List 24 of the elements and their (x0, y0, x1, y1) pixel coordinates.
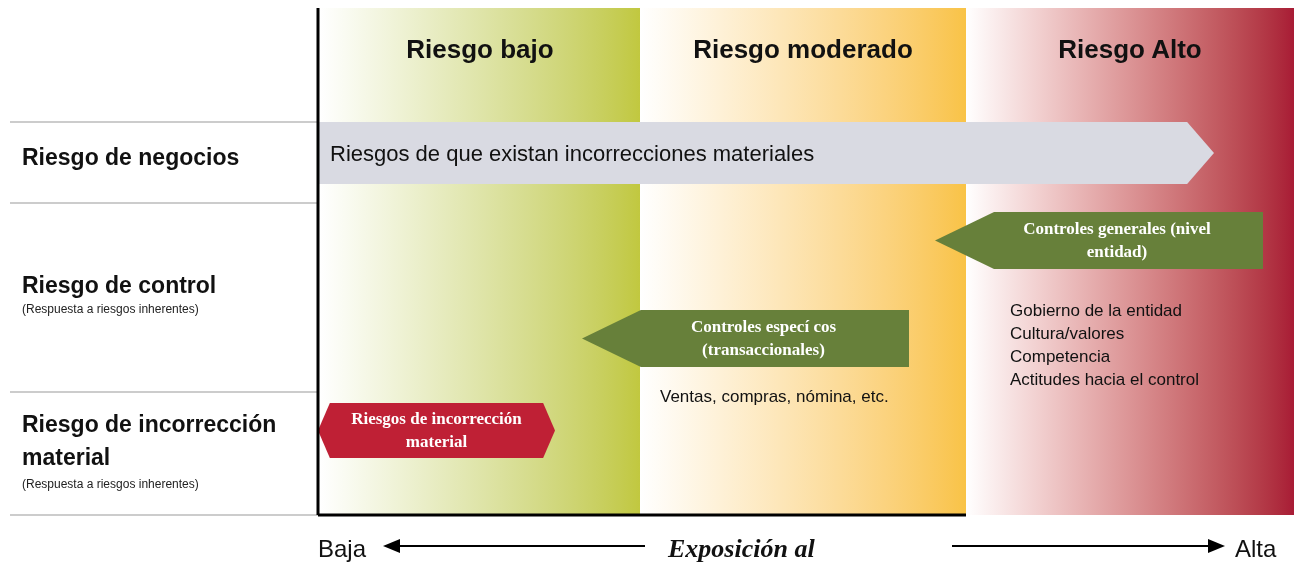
note-text: Cultura/valores (1010, 322, 1126, 345)
axis-label: Alta (1235, 535, 1277, 562)
note-text: Gobierno de la entidad (1010, 300, 1184, 322)
banner-text: Controles generales (nivel entidad) (1022, 218, 1212, 263)
note-text: Ventas, compras, nómina, etc. (660, 387, 889, 406)
note-text: Competencia (1010, 345, 1112, 368)
column-heading: Riesgo moderado (693, 33, 913, 66)
note-text: Actitudes hacia el control (1010, 368, 1199, 391)
hexagon-banner (318, 403, 555, 458)
arrow-banner (582, 310, 909, 367)
arrow-banner (935, 212, 1263, 269)
banner-text: Controles especí cos (transaccionales) (689, 316, 838, 361)
banner-text: Riesgos de incorrección material (350, 408, 523, 453)
column-heading: Riesgo Alto (1058, 33, 1202, 66)
axis-label: Baja (318, 535, 367, 562)
row-label: Riesgo de control (22, 272, 217, 300)
axis-title: Exposición al (668, 534, 815, 563)
row-sublabel: (Respuesta a riesgos inherentes) (22, 300, 200, 318)
column-heading: Riesgo bajo (406, 33, 554, 66)
arrow-banner (318, 122, 1214, 184)
banner-text: Riesgos de que existan incorrecciones materiales (330, 139, 815, 168)
row-sublabel: (Respuesta a riesgos inherentes) (22, 475, 200, 493)
row-label: Riesgo de incorrección material (22, 410, 278, 473)
row-label: Riesgo de negocios (22, 144, 240, 170)
